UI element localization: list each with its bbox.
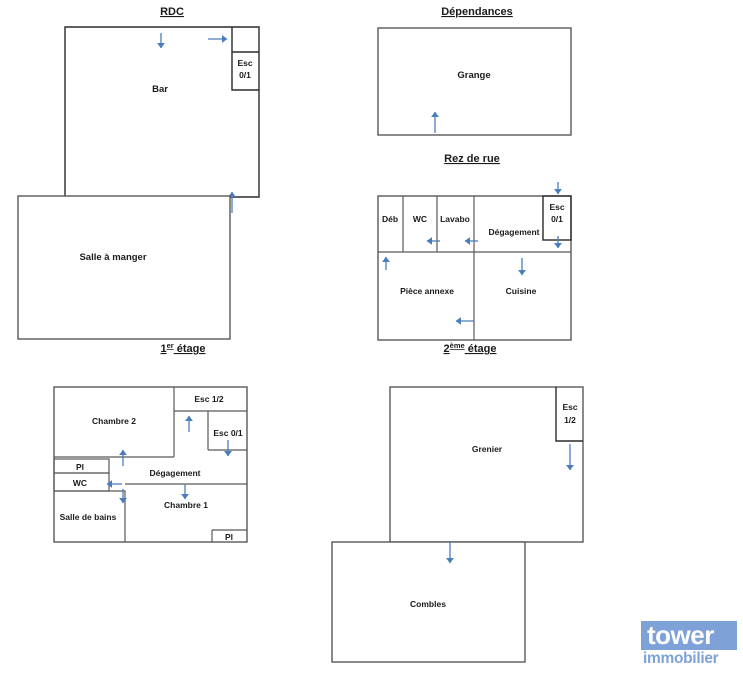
premier-etage-room-chambre-2: Chambre 2 xyxy=(92,416,136,426)
rez-de-rue-esc-outline xyxy=(542,195,572,241)
plan-rdc-title: RDC xyxy=(160,6,184,18)
premier-etage-room-wc: WC xyxy=(73,478,87,488)
logo-wordmark-box: tower xyxy=(641,619,737,650)
plan-rez-de-rue-title: Rez de rue xyxy=(444,153,500,165)
premier-etage-room-placard-bas: Pl xyxy=(225,532,233,542)
plan-premier-etage: Chambre 2 Esc 1/2 Esc 0/1 Pl WC Dégageme… xyxy=(53,386,248,543)
plan-rdc: RDC Bar Esc 0/1 Salle à manger 1er étage xyxy=(17,6,260,355)
rez-de-rue-room-piece-annexe: Pièce annexe xyxy=(400,286,454,296)
rdc-room-bar: Bar xyxy=(152,84,168,95)
rdc-salle-a-manger-outline xyxy=(17,195,231,340)
rez-de-rue-room-deb: Déb xyxy=(382,214,398,224)
rez-de-rue-room-cuisine: Cuisine xyxy=(506,286,537,296)
premier-etage-room-placard-haut: Pl xyxy=(76,462,84,472)
logo-word-immobilier: immobilier xyxy=(643,649,719,667)
logo-word-tower: tower xyxy=(647,619,714,650)
rdc-bar-outline xyxy=(64,26,260,198)
plan-rez-de-rue: Rez de rue Déb WC Lavabo Dégagement Esc … xyxy=(377,153,572,355)
premier-etage-room-salle-de-bains: Salle de bains xyxy=(60,512,117,522)
plan-dependances-title: Dépendances xyxy=(441,6,513,18)
deuxieme-etage-esc-outline xyxy=(555,387,583,442)
dependances-room-grange: Grange xyxy=(457,70,490,81)
premier-etage-room-degagement: Dégagement xyxy=(149,468,200,478)
rez-de-rue-room-degagement: Dégagement xyxy=(488,227,539,237)
rez-de-rue-room-lavabo: Lavabo xyxy=(440,214,470,224)
plan-dependances: Dépendances Grange xyxy=(377,6,572,136)
rdc-stair-notch xyxy=(231,27,259,53)
deuxieme-etage-room-combles: Combles xyxy=(410,599,446,609)
plan-premier-etage-title: 1er étage xyxy=(160,341,205,355)
rdc-esc-level: 0/1 xyxy=(239,70,251,80)
rdc-esc-outline xyxy=(231,52,259,91)
rez-de-rue-esc-label: Esc xyxy=(549,202,564,212)
premier-etage-room-esc-1-2: Esc 1/2 xyxy=(194,394,224,404)
plan-deuxieme-etage: Grenier Esc 1/2 Combles xyxy=(331,386,584,663)
deuxieme-etage-room-grenier: Grenier xyxy=(472,444,503,454)
rdc-room-salle-a-manger: Salle à manger xyxy=(79,252,146,263)
premier-etage-salle-de-bains-outline xyxy=(54,490,126,542)
plan-deuxieme-etage-title: 2ème étage xyxy=(444,341,497,355)
premier-etage-placard-bas-outline xyxy=(211,529,247,542)
deuxieme-etage-esc-label: Esc xyxy=(562,402,577,412)
rez-de-rue-esc-level: 0/1 xyxy=(551,214,563,224)
premier-etage-outline xyxy=(53,386,248,543)
rez-de-rue-room-wc: WC xyxy=(413,214,427,224)
premier-etage-room-chambre-1: Chambre 1 xyxy=(164,500,208,510)
deuxieme-etage-grenier-outline xyxy=(389,386,584,543)
deuxieme-etage-esc-level: 1/2 xyxy=(564,415,576,425)
tower-immobilier-logo: tower immobilier xyxy=(641,619,737,667)
premier-etage-room-esc-0-1: Esc 0/1 xyxy=(213,428,243,438)
deuxieme-etage-combles-outline xyxy=(331,541,526,663)
dependances-grange-outline xyxy=(377,27,572,136)
rdc-esc-label: Esc xyxy=(237,58,252,68)
